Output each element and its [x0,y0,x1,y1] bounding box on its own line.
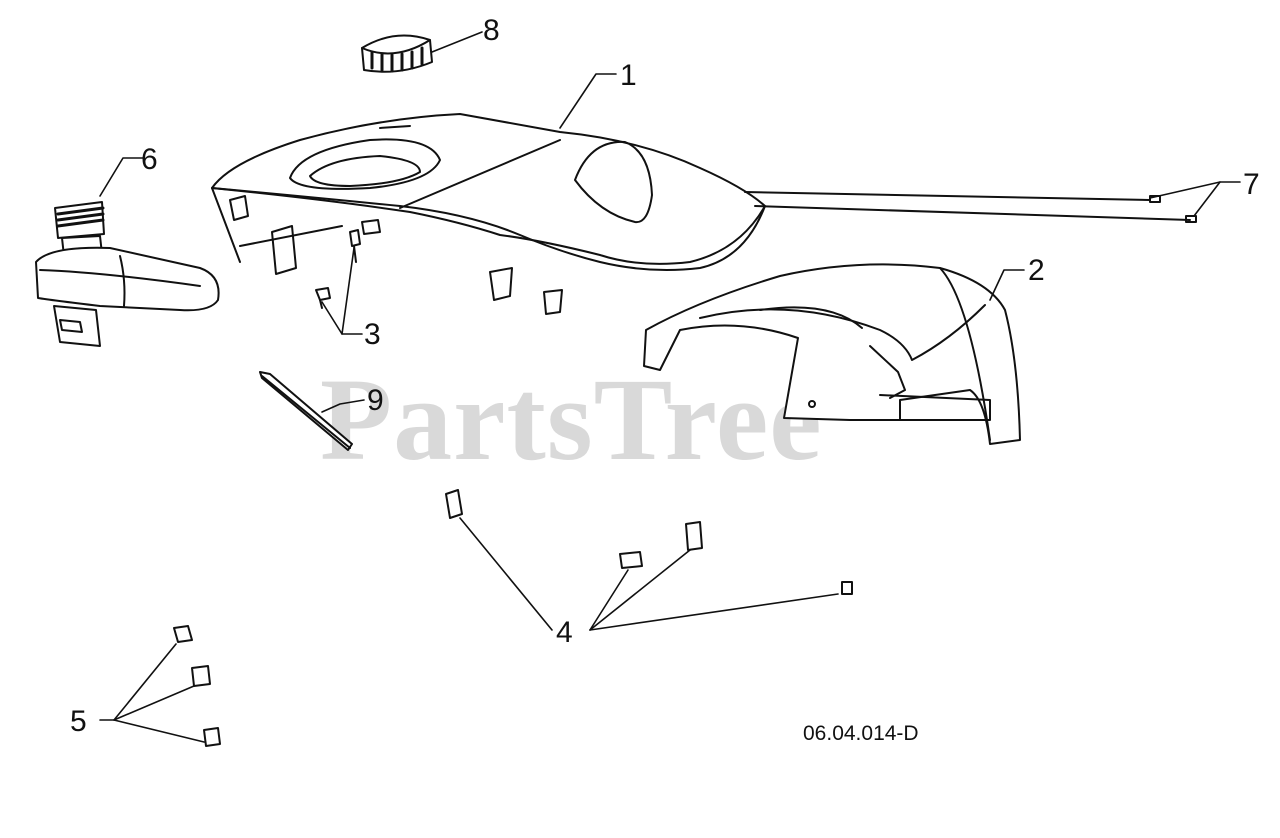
callout-2: 2 [1028,254,1045,287]
callout-4: 4 [556,616,573,649]
leader-lines [100,32,1240,742]
part-1-top-cover [212,114,765,314]
callout-5: 5 [70,705,87,738]
part-3-clips [316,230,360,308]
callout-6: 6 [141,143,158,176]
callout-8: 8 [483,14,500,47]
callout-9: 9 [367,384,384,417]
part-2-rear-shroud [644,264,1020,444]
part-7-cable [745,192,1196,222]
drawing-code: 06.04.014-D [803,722,919,745]
part-5-clips [174,626,220,746]
part-9-rod [260,372,352,450]
watermark-text: PartsTree [320,354,823,485]
callout-3: 3 [364,318,381,351]
part-8-cap [362,36,432,72]
callout-1: 1 [620,59,637,92]
part-6-fuel-tank [36,202,219,346]
callout-7: 7 [1243,168,1260,201]
part-4-clips [446,490,852,594]
